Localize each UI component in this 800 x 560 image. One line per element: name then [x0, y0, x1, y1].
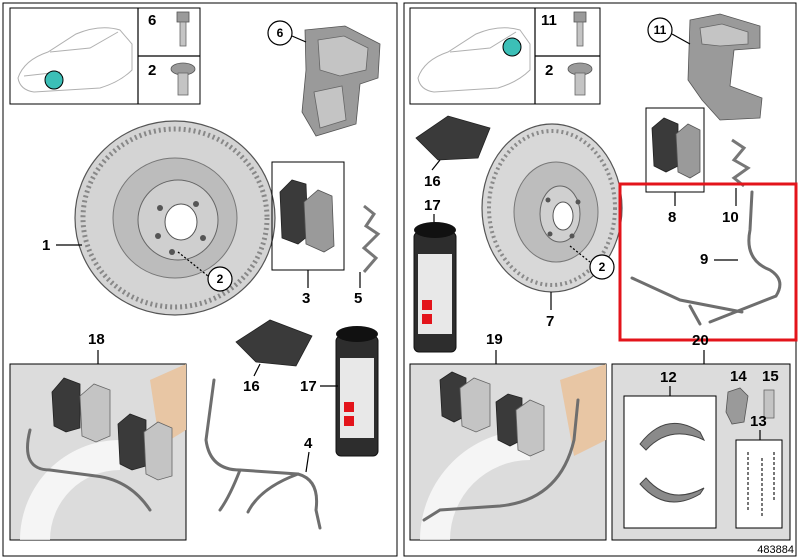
- parking-brake-kit-box: [611, 363, 791, 541]
- spray-can: [335, 326, 379, 457]
- location-dot-icon: [502, 37, 522, 57]
- brake-wear-sensor: [204, 378, 322, 530]
- callout-label: 12: [660, 369, 677, 386]
- callout-label: 5: [354, 290, 362, 307]
- callout-label: 9: [700, 251, 708, 268]
- callout-label: 17: [300, 378, 317, 395]
- bolt-icon: [176, 11, 190, 47]
- brake-caliper-carrier: [687, 13, 763, 121]
- location-dot-icon: [44, 70, 64, 90]
- callout-label: 8: [668, 209, 676, 226]
- callout-label: 15: [762, 368, 779, 385]
- legend-part-number: 2: [148, 62, 156, 79]
- callout-label: 3: [302, 290, 310, 307]
- callout-circle: [207, 266, 233, 292]
- bolt-icon: [573, 11, 587, 47]
- retaining-spring: [361, 204, 381, 273]
- callout-label: 14: [730, 368, 747, 385]
- left-panel: 6 2 6 1: [2, 2, 398, 557]
- callout-label: 16: [243, 378, 260, 395]
- callout-label: 13: [750, 413, 767, 430]
- callout-label: 17: [424, 197, 441, 214]
- callout-label: 10: [722, 209, 739, 226]
- callout-label: 11: [654, 23, 667, 37]
- retaining-spring: [731, 138, 751, 188]
- cleaning-cloth: [235, 319, 313, 367]
- legend-part-number: 6: [148, 12, 156, 29]
- legend-part-number: 2: [545, 62, 553, 79]
- right-panel: 11 2 11 16 17: [403, 2, 798, 557]
- brake-disc: [74, 120, 276, 316]
- legend-part-number: 11: [541, 12, 557, 29]
- spray-can: [413, 222, 457, 353]
- callout-label: 2: [217, 272, 224, 286]
- brake-pad-kit-box: [409, 363, 607, 541]
- screw-icon: [170, 62, 196, 96]
- callout-circle: [267, 20, 293, 46]
- diagram-reference-number: 483884: [757, 544, 794, 556]
- left-panel-frame: [2, 2, 398, 557]
- car-outline-icon: [417, 27, 531, 93]
- callout-label: 4: [304, 435, 313, 452]
- brake-pads: [651, 117, 701, 179]
- callout-circle: [589, 254, 615, 280]
- callout-label: 2: [599, 260, 606, 274]
- callout-label: 7: [546, 313, 554, 330]
- screw-icon: [567, 62, 593, 96]
- callout-label: 18: [88, 331, 105, 348]
- brake-wear-sensor: [630, 190, 782, 326]
- callout-label: 6: [277, 26, 284, 40]
- car-outline-icon: [17, 27, 133, 93]
- brake-pad-kit-box: [9, 363, 187, 541]
- highlight-box: [618, 182, 798, 342]
- callout-label: 1: [42, 237, 50, 254]
- callout-label: 16: [424, 173, 441, 190]
- callout-circle: [647, 17, 673, 43]
- callout-label: 19: [486, 331, 503, 348]
- brake-pads: [279, 179, 335, 253]
- cleaning-cloth: [415, 115, 491, 161]
- brake-disc: [481, 123, 623, 293]
- brake-caliper-carrier: [301, 25, 381, 137]
- callout-label: 20: [692, 332, 709, 349]
